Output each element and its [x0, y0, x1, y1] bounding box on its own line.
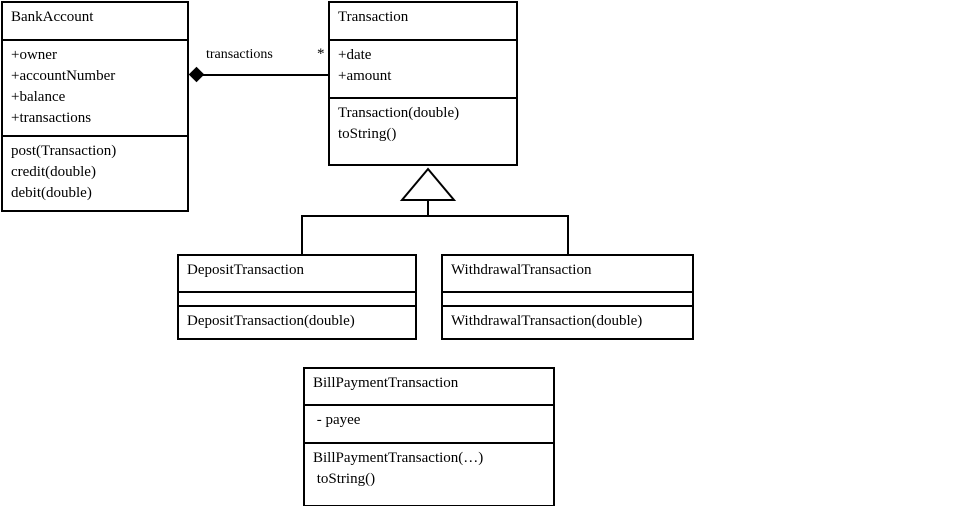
association-multiplicity-label: *: [317, 46, 325, 62]
attribute-balance: +balance: [11, 89, 66, 105]
class-box-billpaymenttransaction[interactable]: BillPaymentTransaction - payee BillPayme…: [303, 367, 555, 506]
method-transaction-ctor: Transaction(double): [338, 105, 460, 121]
generalization-drop-withdrawal: [567, 215, 569, 255]
method-deposittransaction-ctor: DepositTransaction(double): [187, 313, 355, 329]
composition-diamond-icon: [188, 66, 205, 83]
class-box-withdrawaltransaction[interactable]: WithdrawalTransaction WithdrawalTransact…: [441, 254, 694, 340]
attributes-compartment-transaction: +date +amount: [330, 39, 516, 97]
class-box-bankaccount[interactable]: BankAccount +owner +accountNumber +balan…: [1, 1, 189, 212]
attributes-compartment-bankaccount: +owner +accountNumber +balance +transact…: [3, 39, 187, 135]
generalization-stem: [427, 200, 429, 216]
method-billpaymenttransaction-tostring: toString(): [313, 471, 376, 487]
attributes-compartment-withdrawaltransaction: [443, 291, 692, 305]
methods-compartment-withdrawaltransaction: WithdrawalTransaction(double): [443, 305, 692, 338]
association-role-label: transactions: [206, 47, 273, 62]
method-post: post(Transaction): [11, 143, 117, 159]
attributes-compartment-deposittransaction: [179, 291, 415, 305]
method-debit: debit(double): [11, 185, 92, 201]
generalization-drop-deposit: [301, 215, 303, 255]
method-billpaymenttransaction-ctor: BillPaymentTransaction(…): [313, 450, 484, 466]
class-name-transaction: Transaction: [338, 9, 409, 25]
attribute-date: +date: [338, 47, 372, 63]
attribute-transactions: +transactions: [11, 110, 92, 126]
method-credit: credit(double): [11, 164, 96, 180]
attribute-owner: +owner: [11, 47, 57, 63]
class-name-billpaymenttransaction: BillPaymentTransaction: [313, 375, 459, 391]
class-box-deposittransaction[interactable]: DepositTransaction DepositTransaction(do…: [177, 254, 417, 340]
class-name-compartment-billpaymenttransaction: BillPaymentTransaction: [305, 369, 553, 404]
class-name-withdrawaltransaction: WithdrawalTransaction: [451, 262, 592, 278]
class-name-deposittransaction: DepositTransaction: [187, 262, 304, 278]
class-name-compartment-withdrawaltransaction: WithdrawalTransaction: [443, 256, 692, 291]
methods-compartment-billpaymenttransaction: BillPaymentTransaction(…) toString(): [305, 442, 553, 505]
class-name-compartment-transaction: Transaction: [330, 3, 516, 39]
generalization-triangle-icon: [399, 167, 457, 201]
class-box-transaction[interactable]: Transaction +date +amount Transaction(do…: [328, 1, 518, 166]
class-name-compartment-deposittransaction: DepositTransaction: [179, 256, 415, 291]
class-name-compartment-bankaccount: BankAccount: [3, 3, 187, 39]
composition-line: [200, 74, 328, 76]
method-withdrawaltransaction-ctor: WithdrawalTransaction(double): [451, 313, 643, 329]
attribute-amount: +amount: [338, 68, 392, 84]
method-transaction-tostring: toString(): [338, 126, 397, 142]
methods-compartment-deposittransaction: DepositTransaction(double): [179, 305, 415, 338]
attribute-accountnumber: +accountNumber: [11, 68, 116, 84]
generalization-bus: [301, 215, 569, 217]
methods-compartment-transaction: Transaction(double) toString(): [330, 97, 516, 164]
attributes-compartment-billpaymenttransaction: - payee: [305, 404, 553, 442]
methods-compartment-bankaccount: post(Transaction) credit(double) debit(d…: [3, 135, 187, 210]
class-name-bankaccount: BankAccount: [11, 9, 94, 25]
attribute-payee: - payee: [313, 412, 361, 428]
